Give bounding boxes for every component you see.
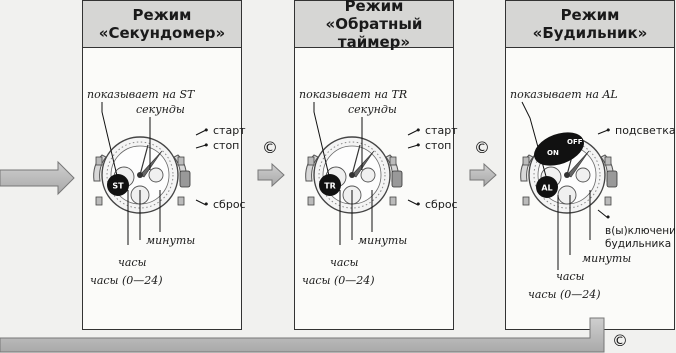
callout-shows: показывает на AL: [510, 88, 618, 101]
copyright-symbol: ©: [474, 138, 490, 157]
watch-illustration: AL ON OFF: [519, 132, 618, 214]
callout-hours24: часы (0—24): [302, 274, 375, 287]
watch-display-text: TR: [324, 182, 336, 191]
callout-shows: показывает на TR: [299, 88, 408, 101]
callout-hours: часы: [556, 270, 585, 283]
button-stop-label: • стоп: [203, 139, 240, 152]
flow-arrow-icon: [0, 160, 75, 196]
button-reset-label: • сброс: [415, 198, 458, 211]
callout-minutes: минуты: [582, 252, 632, 265]
watch-display-text: AL: [541, 184, 552, 193]
panel-title: Режим «Секундомер»: [83, 1, 241, 48]
button-stop-label: • стоп: [415, 139, 452, 152]
button-reset-label: • сброс: [203, 198, 246, 211]
panel-title: Режим «Будильник»: [506, 1, 674, 48]
callout-hours: часы: [330, 256, 359, 269]
callout-hours24: часы (0—24): [90, 274, 163, 287]
watch-display-text: ON: [547, 149, 559, 157]
callout-minutes: минуты: [358, 234, 408, 247]
callout-hours24: часы (0—24): [528, 288, 601, 301]
copyright-symbol: ©: [612, 331, 628, 350]
callout-hours: часы: [118, 256, 147, 269]
flow-arrow-icon: [469, 162, 497, 188]
return-arrow-icon: [0, 317, 605, 353]
copyright-symbol: ©: [262, 138, 278, 157]
watch-illustration: ST: [92, 136, 191, 214]
callout-minutes: минуты: [146, 234, 196, 247]
button-light-label: • подсветка: [605, 124, 676, 137]
watch-display-text: OFF: [567, 138, 583, 146]
callout-shows: показывает на ST: [87, 88, 195, 101]
button-start-label: • старт: [203, 124, 246, 137]
watch-illustration: TR: [304, 136, 403, 214]
button-start-label: • старт: [415, 124, 458, 137]
flow-arrow-icon: [257, 162, 285, 188]
callout-seconds: секунды: [348, 103, 397, 116]
watch-display-text: ST: [112, 182, 124, 191]
callout-seconds: секунды: [136, 103, 185, 116]
button-alarm-toggle-label: • в(ы)ключение будильника: [605, 212, 676, 250]
panel-title: Режим «Обратный таймер»: [295, 0, 453, 51]
